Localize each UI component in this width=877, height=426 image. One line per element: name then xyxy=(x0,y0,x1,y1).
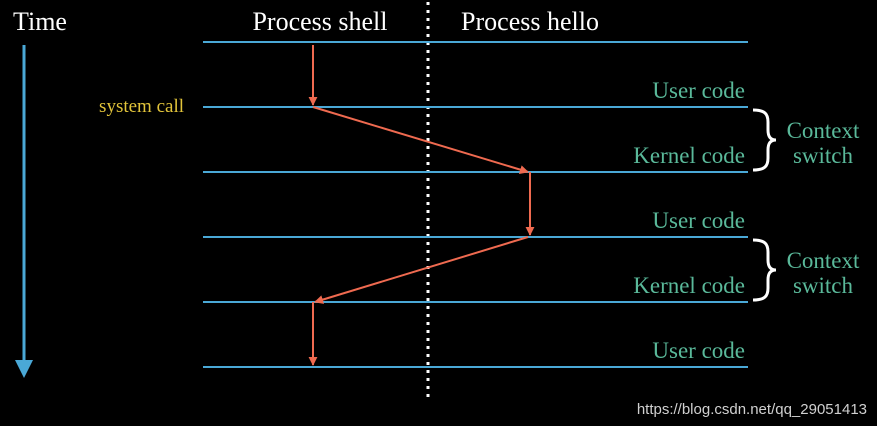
kernel-code-label: Kernel code xyxy=(633,273,745,298)
time-label: Time xyxy=(13,7,67,36)
column-header-shell: Process shell xyxy=(252,7,387,36)
user-code-label: User code xyxy=(652,338,745,363)
context-switch-brace xyxy=(752,238,777,302)
context-switch-label: switch xyxy=(793,273,854,298)
system-call-label: system call xyxy=(99,96,184,117)
context-switch-label: switch xyxy=(793,143,854,168)
user-code-label: User code xyxy=(652,78,745,103)
user-code-label: User code xyxy=(652,208,745,233)
context-switch-brace xyxy=(752,108,777,172)
flow-arrow xyxy=(312,106,529,174)
context-switch-label: Context xyxy=(787,118,860,143)
time-arrow-head xyxy=(15,360,33,378)
column-header-hello: Process hello xyxy=(461,7,599,36)
context-switch-label: Context xyxy=(787,248,860,273)
kernel-code-label: Kernel code xyxy=(633,143,745,168)
flow-arrow xyxy=(314,236,529,304)
watermark: https://blog.csdn.net/qq_29051413 xyxy=(637,401,867,418)
